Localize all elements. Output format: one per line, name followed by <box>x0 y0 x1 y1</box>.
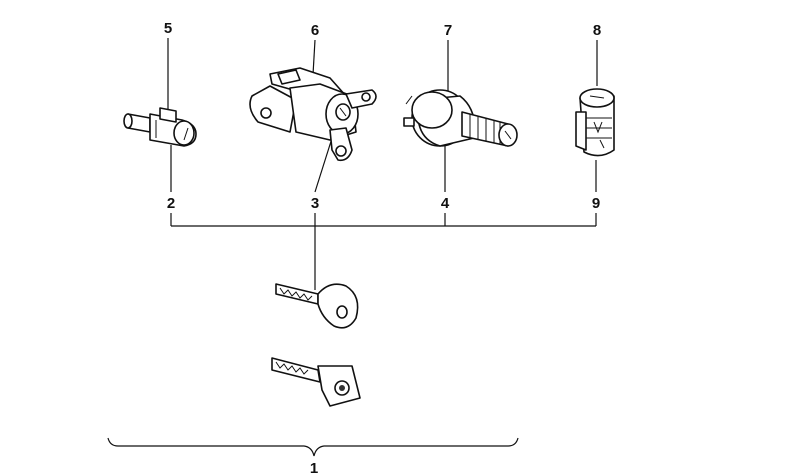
leader-lines <box>167 38 598 193</box>
key-round-head <box>275 283 359 329</box>
callout-1: 1 <box>310 460 318 473</box>
callout-5: 5 <box>164 20 172 37</box>
callout-9: 9 <box>592 195 600 212</box>
lock-cylinder-small <box>123 107 197 147</box>
callout-6: 6 <box>311 22 319 39</box>
lock-flanged-housing <box>249 67 377 162</box>
group-bracket-lower <box>107 437 519 457</box>
group-bracket-upper <box>170 213 597 290</box>
callout-4: 4 <box>441 195 450 212</box>
callout-7: 7 <box>444 22 452 39</box>
callout-2: 2 <box>167 195 175 212</box>
lock-threaded-cylinder <box>403 89 518 147</box>
key-square-head <box>271 357 361 407</box>
callout-3: 3 <box>311 195 319 212</box>
callout-8: 8 <box>593 22 601 39</box>
lock-insert-small <box>575 88 615 157</box>
